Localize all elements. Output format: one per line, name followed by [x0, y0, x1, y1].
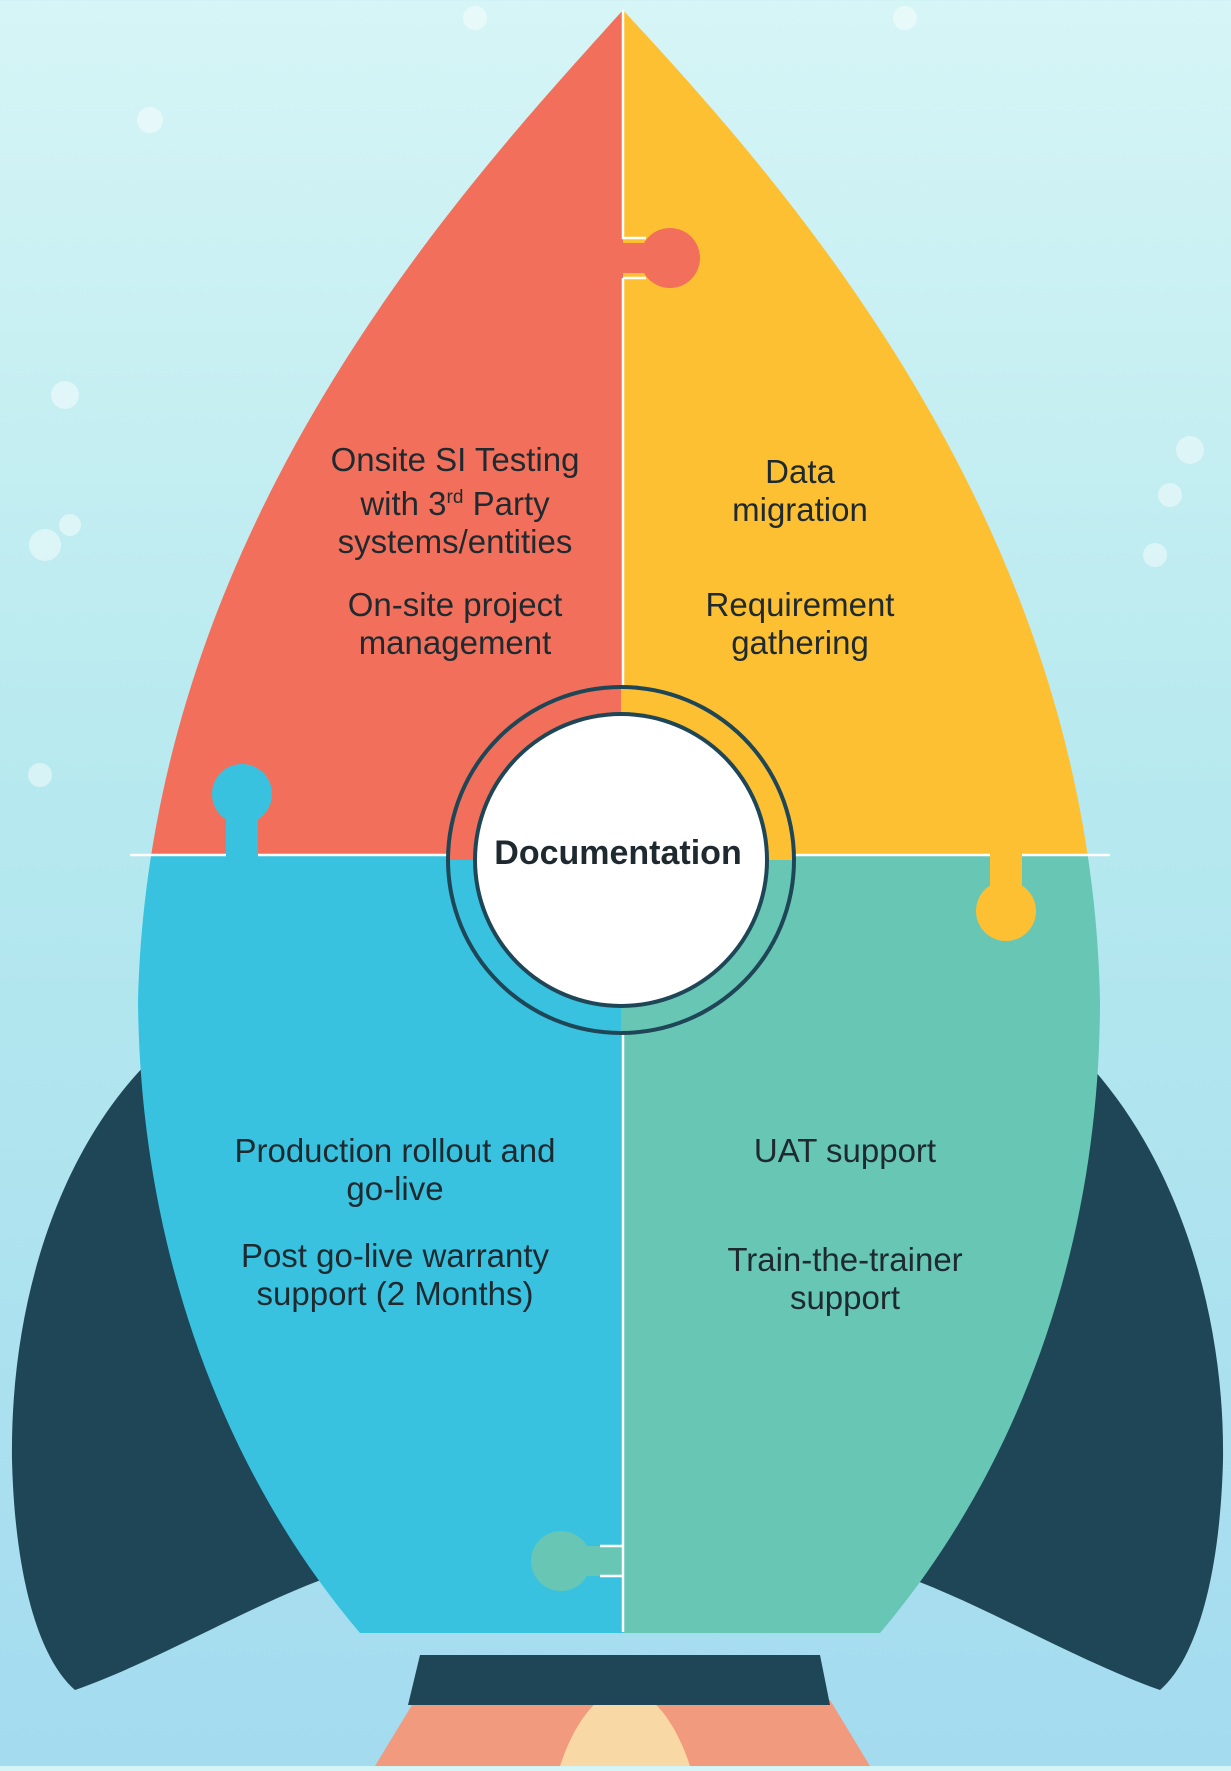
text-data: Data — [765, 453, 835, 490]
text-onsite-project: On-site project — [347, 586, 563, 623]
text-with-3rd-party: with 3rd Party — [360, 485, 550, 522]
text-post-go-live: Post go-live warranty — [240, 1237, 550, 1274]
text-onsite-si-testing: Onsite SI Testing — [330, 441, 580, 478]
text-top-right-2: Requirement gathering — [640, 586, 960, 662]
text-bottom-left: Production rollout and go-live — [200, 1132, 590, 1208]
text-train-the-trainer: Train-the-trainer — [727, 1241, 963, 1278]
text-systems-entities: systems/entities — [337, 523, 573, 560]
center-label: Documentation — [494, 834, 742, 872]
text-gathering: gathering — [731, 624, 869, 661]
text-bottom-right-2: Train-the-trainer support — [690, 1241, 1000, 1317]
text-requirement: Requirement — [705, 586, 895, 623]
text-top-right: Data migration — [640, 453, 960, 529]
text-uat-support: UAT support — [753, 1132, 937, 1169]
rocket-flame — [375, 1688, 870, 1766]
text-go-live: go-live — [346, 1170, 444, 1207]
text-production-rollout: Production rollout and — [234, 1132, 556, 1169]
text-bottom-left-2: Post go-live warranty support (2 Months) — [200, 1237, 590, 1313]
background-dots — [28, 6, 1204, 787]
rocket-nozzle — [408, 1655, 830, 1705]
right-fin — [900, 1060, 1224, 1690]
text-migration: migration — [732, 491, 868, 528]
text-top-left: Onsite SI Testing with 3rd Party systems… — [300, 441, 610, 561]
text-bottom-right: UAT support — [690, 1132, 1000, 1170]
center-ring — [446, 685, 796, 1035]
text-top-left-2: On-site project management — [300, 586, 610, 662]
puzzle-tabs — [212, 228, 1036, 1591]
text-support: support — [789, 1279, 901, 1316]
left-fin — [11, 1060, 335, 1690]
text-support-2-months: support (2 Months) — [256, 1275, 534, 1312]
text-management: management — [358, 624, 552, 661]
